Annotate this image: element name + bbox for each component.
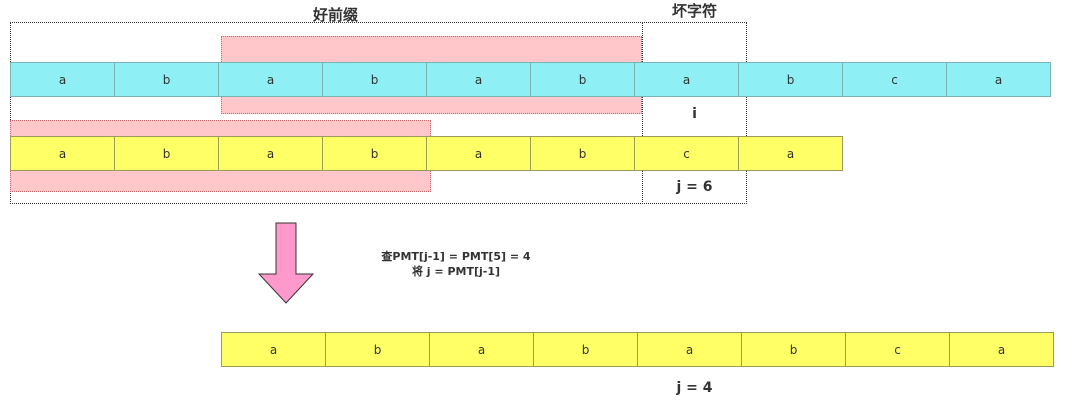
main-string-cell-6: a [634,62,739,97]
pattern-before-cell-3: b [322,136,427,171]
bad-char-label: 坏字符 [672,2,718,20]
pattern-before-cell-5: b [530,136,635,171]
marker-j-before: j = 6 [676,179,713,195]
pattern-after-cell-2: a [429,332,534,367]
pattern-after-cell-1: b [325,332,430,367]
main-string-cell-8: c [842,62,947,97]
pattern-after-cell-3: b [533,332,638,367]
pattern-before-cell-6: c [634,136,739,171]
main-string-cell-5: b [530,62,635,97]
pattern-after-cell-6: c [845,332,950,367]
marker-i: i [692,106,697,122]
pattern-before-cell-1: b [114,136,219,171]
good-prefix-label: 好前缀 [313,6,359,24]
main-string-cell-4: a [426,62,531,97]
pattern-after-cell-5: b [741,332,846,367]
pattern-after-cell-7: a [949,332,1054,367]
bad-char-region [642,22,747,204]
pattern-before-cell-4: a [426,136,531,171]
main-string-cell-1: b [114,62,219,97]
down-arrow-icon [258,222,314,304]
marker-j-after: j = 4 [676,380,713,396]
main-string-cell-7: b [738,62,843,97]
pmt-note-line1: 查PMT[j-1] = PMT[5] = 4 [381,250,531,263]
pattern-before-cell-7: a [738,136,843,171]
main-string-cell-9: a [946,62,1051,97]
main-string-cell-2: a [218,62,323,97]
pattern-after-cell-0: a [221,332,326,367]
pattern-after-cell-4: a [637,332,742,367]
main-string-cell-3: b [322,62,427,97]
pmt-note: 查PMT[j-1] = PMT[5] = 4 将 j = PMT[j-1] [370,249,542,279]
pattern-before-cell-0: a [10,136,115,171]
main-string-cell-0: a [10,62,115,97]
pattern-before-cell-2: a [218,136,323,171]
pmt-note-line2: 将 j = PMT[j-1] [411,265,501,278]
